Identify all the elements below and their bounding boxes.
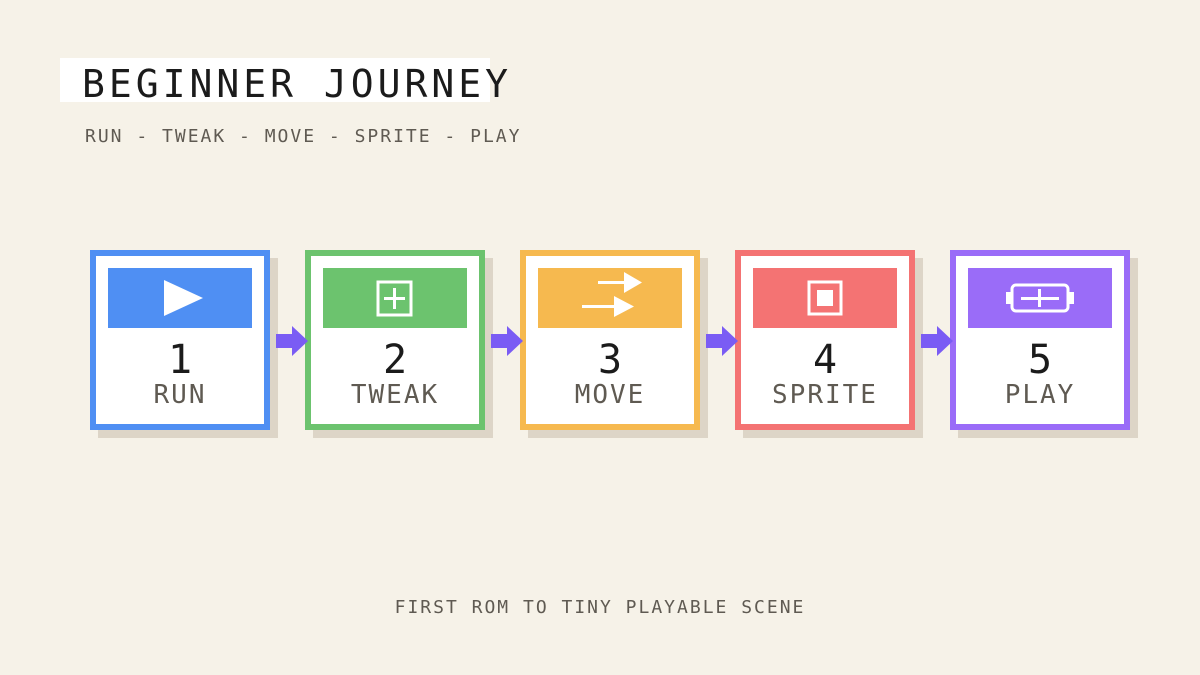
step-number: 1 [167, 337, 193, 383]
arrow-right-icon [706, 326, 738, 356]
step-label: SPRITE [772, 380, 878, 410]
page-title: BEGINNER JOURNEY [82, 62, 513, 106]
step-number: 2 [382, 337, 408, 383]
step-number: 4 [812, 337, 838, 383]
page-subtitle: RUN - TWEAK - MOVE - SPRITE - PLAY [85, 126, 522, 147]
arrow-right-icon [921, 326, 953, 356]
icon-band [323, 268, 467, 328]
card-frame: 5 PLAY [950, 250, 1130, 430]
step-label: MOVE [574, 380, 646, 410]
footer-caption: FIRST ROM TO TINY PLAYABLE SCENE [394, 597, 806, 618]
step-label: PLAY [1004, 380, 1076, 410]
card-frame: 3 MOVE [520, 250, 700, 430]
arrow-right-icon [276, 326, 308, 356]
card-frame: 1 RUN [90, 250, 270, 430]
play-icon [164, 280, 203, 316]
step-card-move: 3 MOVE [520, 250, 708, 438]
step-label: RUN [153, 380, 207, 410]
icon-band [538, 268, 682, 328]
icon-band [108, 268, 252, 328]
icon-band [753, 268, 897, 328]
card-frame: 4 SPRITE [735, 250, 915, 430]
title-highlight [60, 58, 490, 102]
step-number: 5 [1027, 337, 1053, 383]
step-label: TWEAK [350, 380, 440, 410]
step-card-play: 5 PLAY [950, 250, 1138, 438]
square-target-icon [807, 280, 843, 316]
icon-band [968, 268, 1112, 328]
battery-icon [1006, 283, 1074, 313]
step-card-run: 1 RUN [90, 250, 278, 438]
step-card-sprite: 4 SPRITE [735, 250, 923, 438]
card-frame: 2 TWEAK [305, 250, 485, 430]
step-card-tweak: 2 TWEAK [305, 250, 493, 438]
arrow-right-icon [491, 326, 523, 356]
step-number: 3 [597, 337, 623, 383]
plus-box-icon [376, 280, 413, 317]
double-arrow-right-icon [582, 272, 642, 317]
